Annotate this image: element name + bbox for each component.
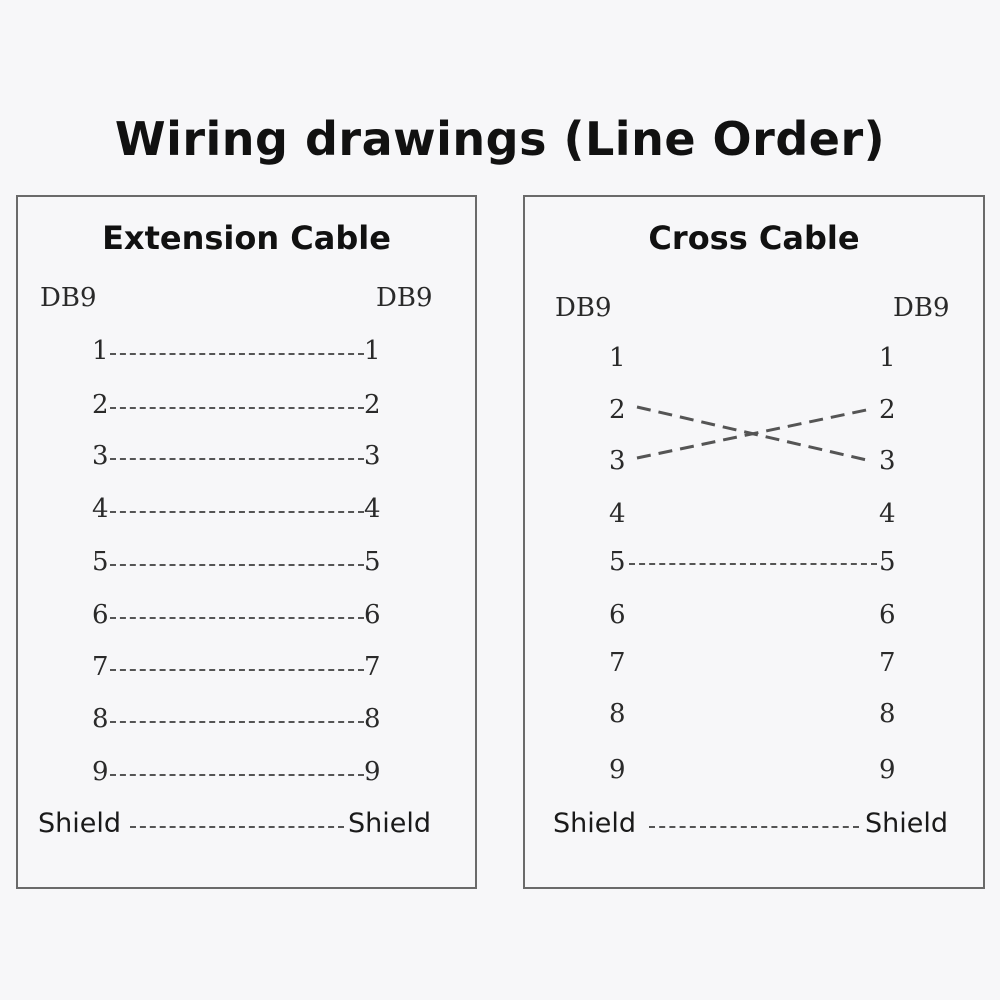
- extension-cable-title: Extension Cable: [102, 219, 391, 257]
- cross-left-header: DB9: [555, 293, 612, 323]
- cross-right-pin-5: 5: [879, 547, 896, 577]
- extension-left-pin-1: 1: [92, 336, 109, 366]
- extension-right-pin-3: 3: [364, 441, 381, 471]
- cross-left-pin-1: 1: [609, 343, 626, 373]
- cross-shield-wire: [649, 826, 859, 828]
- extension-wire-7: [110, 669, 364, 671]
- cross-cable-title: Cross Cable: [648, 219, 860, 257]
- cross-right-pin-8: 8: [879, 699, 896, 729]
- cross-right-pin-3: 3: [879, 446, 896, 476]
- extension-wire-9: [110, 774, 364, 776]
- extension-right-pin-5: 5: [364, 547, 381, 577]
- extension-left-pin-7: 7: [92, 652, 109, 682]
- cross-wire-5: [629, 563, 877, 565]
- extension-wire-4: [110, 511, 364, 513]
- extension-wire-5: [110, 564, 364, 566]
- cross-left-pin-8: 8: [609, 699, 626, 729]
- cross-wires: [636, 405, 872, 463]
- cross-right-pin-4: 4: [879, 499, 896, 529]
- extension-wire-2: [110, 407, 364, 409]
- cross-cable-panel: Cross Cable DB9 DB9 1 1 2 2 3 3 4 4 5 5 6 6 7 7 8 8 9 9 S…: [523, 195, 985, 889]
- cross-right-header: DB9: [893, 293, 950, 323]
- extension-cable-panel: Extension Cable DB9 DB9 1 1 2 2 3 3 4 4 5 5 6 6 7 7 8 8…: [16, 195, 477, 889]
- extension-right-pin-4: 4: [364, 494, 381, 524]
- extension-left-pin-9: 9: [92, 757, 109, 787]
- cross-right-pin-2: 2: [879, 395, 896, 425]
- page-title: Wiring drawings (Line Order): [114, 112, 886, 166]
- extension-left-pin-6: 6: [92, 600, 109, 630]
- extension-wire-1: [110, 353, 364, 355]
- extension-right-header: DB9: [376, 283, 433, 313]
- cross-right-pin-6: 6: [879, 600, 896, 630]
- extension-left-pin-5: 5: [92, 547, 109, 577]
- cross-left-pin-2: 2: [609, 395, 626, 425]
- cross-right-pin-7: 7: [879, 648, 896, 678]
- cross-left-pin-4: 4: [609, 499, 626, 529]
- cross-left-pin-5: 5: [609, 547, 626, 577]
- extension-left-header: DB9: [40, 283, 97, 313]
- cross-left-pin-6: 6: [609, 600, 626, 630]
- cross-right-pin-1: 1: [879, 343, 896, 373]
- extension-shield-wire: [130, 826, 344, 828]
- extension-wire-6: [110, 617, 364, 619]
- cross-shield-right: Shield: [865, 808, 949, 839]
- extension-left-pin-3: 3: [92, 441, 109, 471]
- extension-wire-8: [110, 721, 364, 723]
- extension-right-pin-8: 8: [364, 704, 381, 734]
- extension-left-pin-8: 8: [92, 704, 109, 734]
- cross-left-pin-9: 9: [609, 755, 626, 785]
- cross-left-pin-7: 7: [609, 648, 626, 678]
- extension-right-pin-7: 7: [364, 652, 381, 682]
- extension-right-pin-9: 9: [364, 757, 381, 787]
- cross-wire-3-to-2: [636, 407, 872, 460]
- extension-wire-3: [110, 458, 364, 460]
- extension-right-pin-6: 6: [364, 600, 381, 630]
- cross-right-pin-9: 9: [879, 755, 896, 785]
- extension-right-pin-2: 2: [364, 390, 381, 420]
- extension-right-pin-1: 1: [364, 336, 381, 366]
- extension-left-pin-4: 4: [92, 494, 109, 524]
- extension-left-pin-2: 2: [92, 390, 109, 420]
- cross-left-pin-3: 3: [609, 446, 626, 476]
- cross-shield-left: Shield: [553, 808, 637, 839]
- extension-shield-left: Shield: [38, 808, 122, 839]
- extension-shield-right: Shield: [348, 808, 432, 839]
